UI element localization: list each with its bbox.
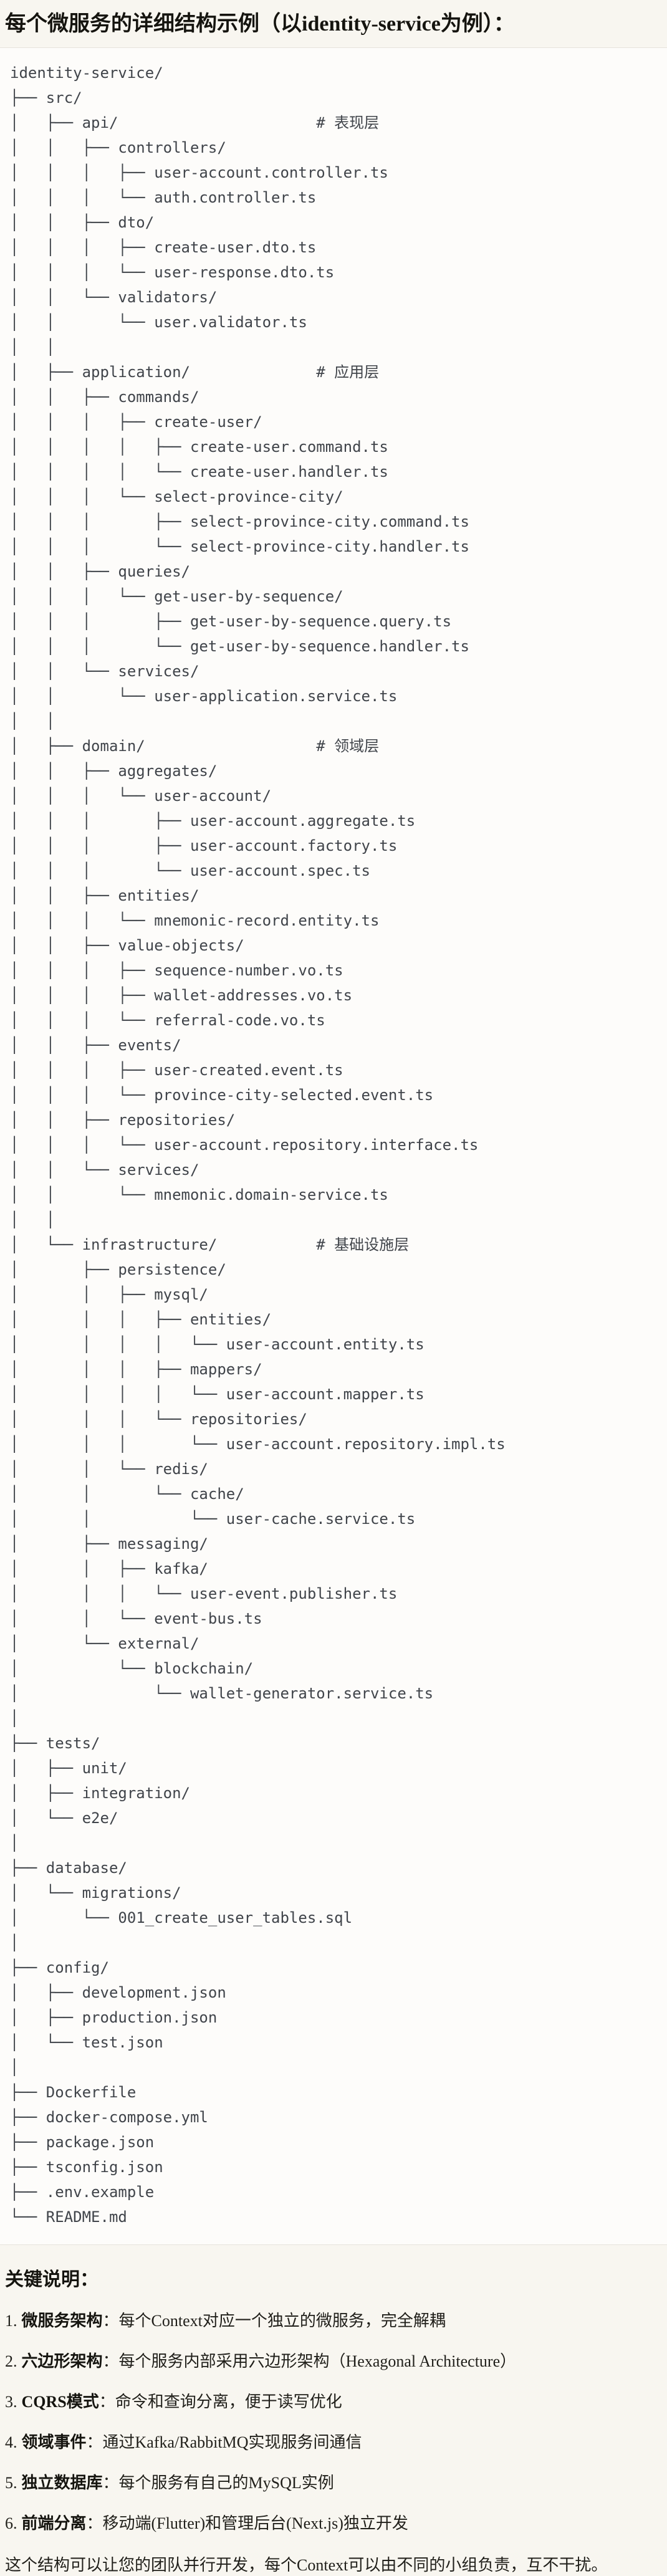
note-text: ：通过Kafka/RabbitMQ实现服务间通信 xyxy=(86,2433,362,2451)
note-label: 独立数据库 xyxy=(21,2473,103,2492)
note-number: 4. xyxy=(5,2433,17,2451)
note-number: 1. xyxy=(5,2311,17,2330)
note-item-3: 3.CQRS模式：命令和查询分离，便于读写优化 xyxy=(5,2391,661,2413)
note-text: ：每个服务有自己的MySQL实例 xyxy=(102,2473,334,2492)
directory-tree-text: identity-service/ ├── src/ │ ├── api/ # … xyxy=(10,64,506,2226)
note-number: 6. xyxy=(5,2514,17,2532)
note-label: 六边形架构 xyxy=(21,2352,103,2370)
note-label: 领域事件 xyxy=(21,2433,87,2451)
note-label: 微服务架构 xyxy=(21,2311,103,2330)
note-number: 2. xyxy=(5,2352,17,2370)
note-label: CQRS模式 xyxy=(21,2392,99,2411)
note-text: ：每个服务内部采用六边形架构（Hexagonal Architecture） xyxy=(102,2352,517,2370)
closing-paragraph: 这个结构可以让您的团队并行开发，每个Context可以由不同的小组负责，互不干扰… xyxy=(5,2555,608,2574)
note-item-2: 2.六边形架构：每个服务内部采用六边形架构（Hexagonal Architec… xyxy=(5,2350,661,2372)
note-item-6: 6.前端分离：移动端(Flutter)和管理后台(Next.js)独立开发 xyxy=(5,2512,661,2534)
note-label: 前端分离 xyxy=(21,2514,87,2532)
notes-section: 关键说明： 1.微服务架构：每个Context对应一个独立的微服务，完全解耦 2… xyxy=(0,2264,667,2576)
note-number: 5. xyxy=(5,2473,17,2492)
page-title: 每个微服务的详细结构示例（以identity-service为例）： xyxy=(5,12,515,36)
note-text: ：命令和查询分离，便于读写优化 xyxy=(98,2392,342,2411)
code-block: identity-service/ ├── src/ │ ├── api/ # … xyxy=(0,47,667,2245)
note-item-5: 5.独立数据库：每个服务有自己的MySQL实例 xyxy=(5,2472,661,2494)
note-item-4: 4.领域事件：通过Kafka/RabbitMQ实现服务间通信 xyxy=(5,2431,661,2453)
note-text: ：每个Context对应一个独立的微服务，完全解耦 xyxy=(102,2311,446,2330)
notes-heading: 关键说明： xyxy=(5,2269,98,2290)
note-item-1: 1.微服务架构：每个Context对应一个独立的微服务，完全解耦 xyxy=(5,2310,661,2332)
note-number: 3. xyxy=(5,2392,17,2411)
note-text: ：移动端(Flutter)和管理后台(Next.js)独立开发 xyxy=(86,2514,408,2532)
